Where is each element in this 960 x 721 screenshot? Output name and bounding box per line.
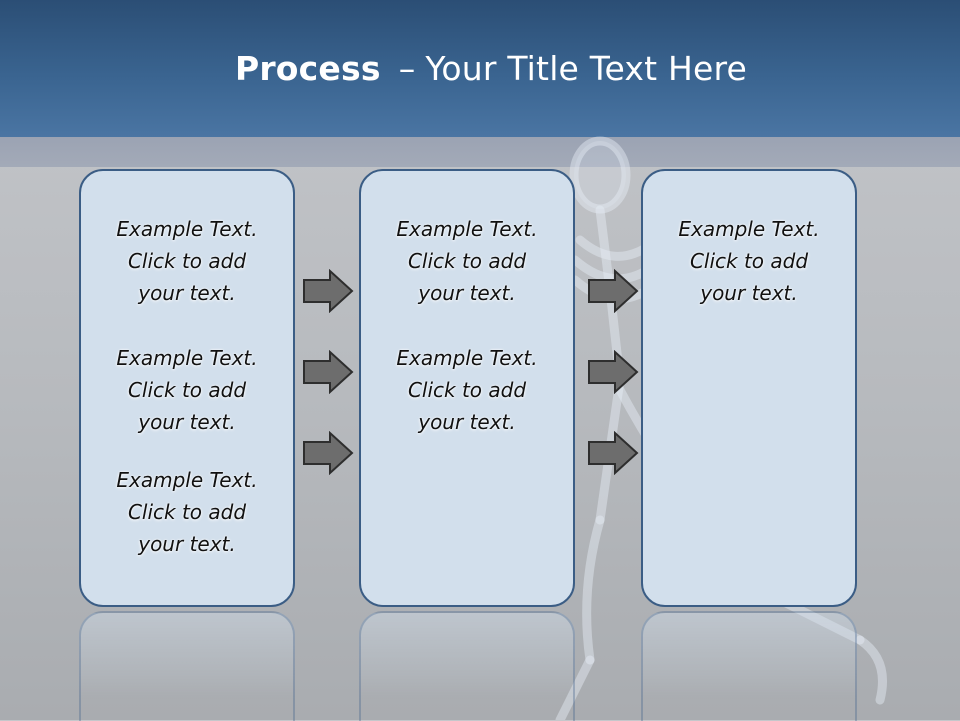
process-box-2[interactable]: Example Text. Click to add your text. Ex… — [359, 169, 575, 607]
title-bar — [0, 0, 960, 137]
box-reflection-3 — [641, 611, 857, 721]
text-block[interactable]: Example Text. Click to add your text. — [81, 464, 293, 560]
text-line: Click to add — [127, 378, 247, 402]
text-line: your text. — [418, 410, 516, 434]
text-line: Example Text. — [116, 468, 258, 492]
text-line: Click to add — [127, 249, 247, 273]
right-arrow-icon — [303, 431, 354, 475]
slide-title[interactable]: Process – Your Title Text Here — [0, 0, 960, 137]
text-line: your text. — [138, 532, 236, 556]
text-line: Example Text. — [116, 346, 258, 370]
text-line: Example Text. — [678, 217, 820, 241]
text-block[interactable]: Example Text. Click to add your text. — [643, 213, 855, 309]
box-reflection-1 — [79, 611, 295, 721]
process-box-1[interactable]: Example Text. Click to add your text. Ex… — [79, 169, 295, 607]
text-block[interactable]: Example Text. Click to add your text. — [361, 342, 573, 438]
text-block[interactable]: Example Text. Click to add your text. — [81, 342, 293, 438]
title-rest-text: Your Title Text Here — [425, 49, 748, 88]
title-separator: – — [398, 49, 416, 88]
text-line: Example Text. — [116, 217, 258, 241]
text-block[interactable]: Example Text. Click to add your text. — [81, 213, 293, 309]
text-line: your text. — [138, 410, 236, 434]
right-arrow-icon — [588, 350, 639, 394]
right-arrow-icon — [588, 269, 639, 313]
text-block[interactable]: Example Text. Click to add your text. — [361, 213, 573, 309]
box-reflection-2 — [359, 611, 575, 721]
right-arrow-icon — [303, 350, 354, 394]
right-arrow-icon — [588, 431, 639, 475]
title-bold-text: Process — [234, 49, 381, 88]
text-line: Example Text. — [396, 217, 538, 241]
text-line: your text. — [418, 281, 516, 305]
text-line: Click to add — [127, 500, 247, 524]
right-arrow-icon — [303, 269, 354, 313]
text-line: Click to add — [407, 249, 527, 273]
text-line: Example Text. — [396, 346, 538, 370]
text-line: your text. — [138, 281, 236, 305]
process-box-3[interactable]: Example Text. Click to add your text. — [641, 169, 857, 607]
text-line: Click to add — [689, 249, 809, 273]
accent-band — [0, 137, 960, 167]
text-line: your text. — [700, 281, 798, 305]
text-line: Click to add — [407, 378, 527, 402]
